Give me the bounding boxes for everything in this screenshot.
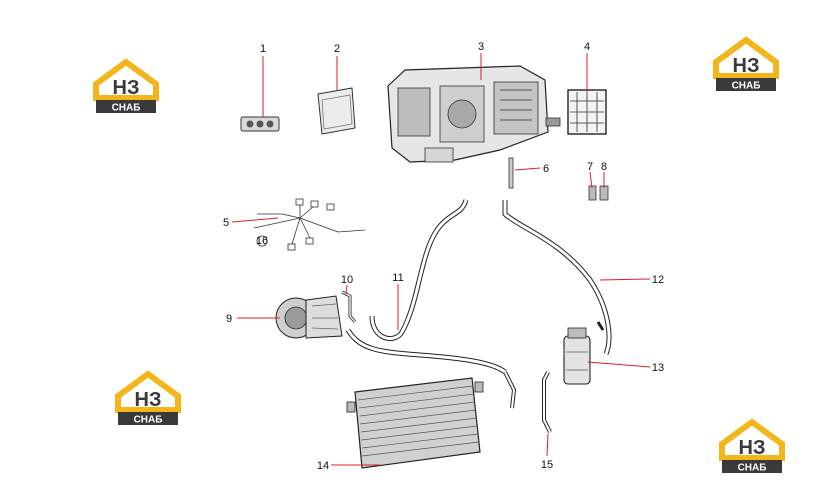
logo-roof-icon [713, 36, 779, 79]
logo-mark: НЗ [113, 77, 140, 99]
callout-3: 3 [478, 41, 484, 53]
callout-6: 6 [543, 163, 549, 175]
logo-band [118, 412, 178, 425]
callout-11: 11 [392, 272, 403, 284]
logo-roof-icon [93, 58, 159, 101]
part-filter-box [317, 87, 356, 135]
callout-8: 8 [601, 161, 607, 173]
callout-numbers: 1 2 3 4 5 6 7 8 9 10 11 12 13 14 15 [223, 41, 664, 472]
logo-word: СНАБ [732, 81, 761, 92]
callout-2: 2 [334, 43, 340, 55]
watermark-logo-bottom-right: НЗ СНАБ [718, 418, 786, 476]
part-hvac-unit [387, 65, 561, 163]
part-condenser [346, 377, 484, 469]
part-receiver-drier [563, 327, 591, 385]
harness-sub-label: 16 [256, 235, 268, 247]
logo-mark: НЗ [733, 55, 760, 77]
logo-word: СНАБ [112, 103, 141, 114]
part-liquid-line [503, 371, 552, 433]
part-pressure-hose [502, 200, 612, 355]
watermark-logo-bottom-left: НЗ СНАБ [114, 370, 182, 428]
callout-1: 1 [260, 43, 266, 55]
part-wiring-harness [253, 198, 366, 251]
logo-word: СНАБ [134, 415, 163, 426]
part-control-panel [240, 116, 280, 132]
callout-leaders [231, 53, 651, 466]
part-pressure-switch-8 [599, 185, 609, 201]
callout-10: 10 [341, 274, 353, 286]
logo-roof-icon [719, 418, 785, 461]
part-sensor-rod [508, 157, 514, 189]
callout-14: 14 [317, 460, 329, 472]
part-pressure-switch-7 [588, 185, 597, 201]
part-cabin-filter [567, 89, 607, 135]
watermark-logo-top-right: НЗ СНАБ [712, 36, 780, 94]
callout-4: 4 [584, 41, 590, 53]
callout-9: 9 [226, 313, 232, 325]
logo-mark: НЗ [135, 389, 162, 411]
callout-12: 12 [652, 274, 664, 286]
logo-mark: НЗ [739, 437, 766, 459]
watermark-logo-top-left: НЗ СНАБ [92, 58, 160, 116]
part-compressor [275, 295, 343, 339]
callout-15: 15 [541, 459, 553, 471]
logo-band [96, 100, 156, 113]
part-suction-hose [345, 199, 507, 375]
logo-band [716, 78, 776, 91]
logo-band [722, 460, 782, 473]
callout-7: 7 [587, 161, 593, 173]
part-hose-fitting [341, 290, 357, 323]
callout-13: 13 [652, 362, 664, 374]
logo-word: СНАБ [738, 463, 767, 474]
callout-5: 5 [223, 217, 229, 229]
logo-roof-icon [115, 370, 181, 413]
